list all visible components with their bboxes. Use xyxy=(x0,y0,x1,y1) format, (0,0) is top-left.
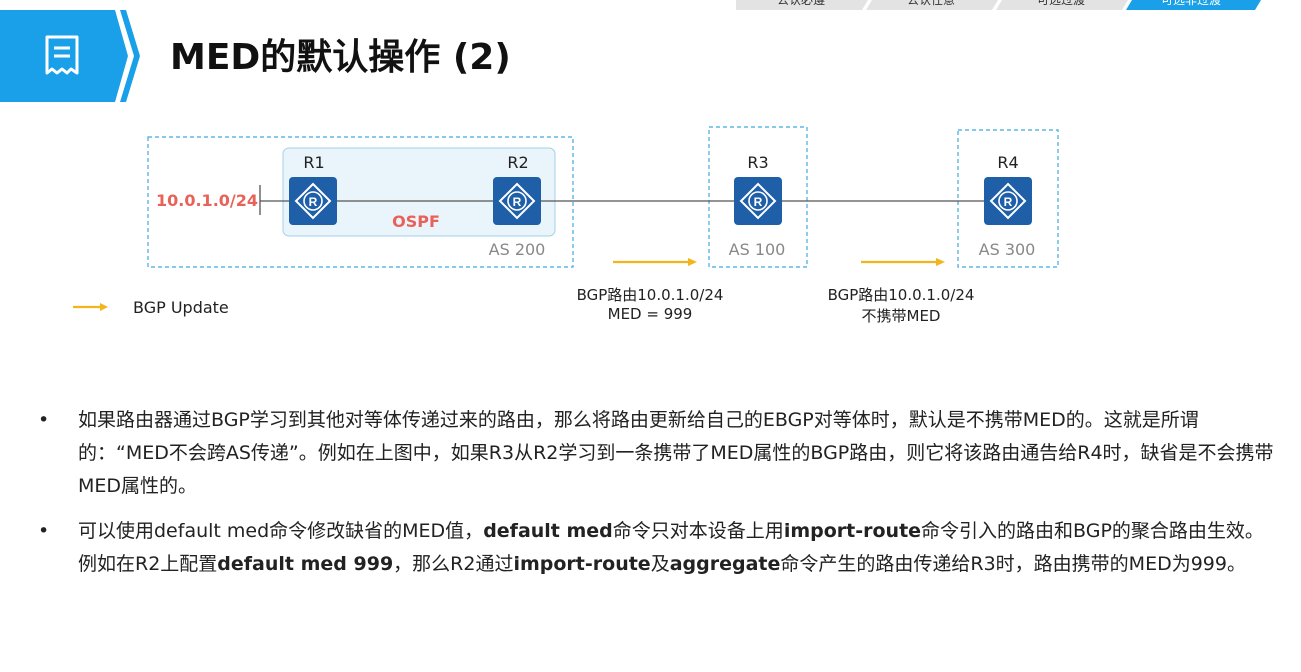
bullet-list: • 如果路由器通过BGP学习到其他对等体传递过来的路由，那么将路由更新给自己的E… xyxy=(38,404,1278,593)
document-list-icon xyxy=(45,35,79,75)
as200-label: AS 200 xyxy=(489,240,546,259)
router-r2-label: R2 xyxy=(507,153,528,172)
as100-label: AS 100 xyxy=(729,240,786,259)
bullet-item: • 可以使用default med命令修改缺省的MED值，default med… xyxy=(38,515,1278,581)
update-caption-1-line1: BGP路由10.0.1.0/24 xyxy=(576,286,724,304)
bullet-text-segment: 可以使用default med命令修改缺省的MED值， xyxy=(78,520,484,542)
bullet-text-segment: 命令引入的路由和BGP的聚合路由生效。例如在R2上配置 xyxy=(78,520,1264,575)
update-arrow-1 xyxy=(613,258,697,266)
router-r1-label: R1 xyxy=(303,153,324,172)
tab-optional-non-transitive[interactable]: 可选非过渡 xyxy=(1160,0,1221,7)
update-arrow-2 xyxy=(861,258,945,266)
bullet-item: • 如果路由器通过BGP学习到其他对等体传递过来的路由，那么将路由更新给自己的E… xyxy=(38,404,1278,503)
bullet-text-segment: 命令产生的路由传递给R3时，路由携带的MED为999。 xyxy=(780,553,1246,575)
tab-discretionary[interactable]: 公认任意 xyxy=(906,0,955,7)
router-r3-label: R3 xyxy=(747,153,768,172)
update-caption-1: BGP路由10.0.1.0/24 MED = 999 xyxy=(555,284,745,323)
prefix-label: 10.0.1.0/24 xyxy=(156,191,258,210)
as300-boundary xyxy=(957,129,1059,268)
update-caption-2: BGP路由10.0.1.0/24 不携带MED xyxy=(806,284,996,326)
bullet-command: import-route xyxy=(783,520,922,542)
update-caption-1-line2: MED = 999 xyxy=(607,305,693,323)
as100-boundary xyxy=(708,126,808,268)
title-banner xyxy=(0,10,140,102)
page-title: MED的默认操作 (2) xyxy=(170,37,511,78)
svg-text:R: R xyxy=(309,195,318,209)
router-r4-label: R4 xyxy=(997,153,1018,172)
bullet-text-segment: ，那么R2通过 xyxy=(393,553,514,575)
progress-tabs: 公认必遵 公认任意 可选过渡 可选非过渡 xyxy=(736,0,1301,10)
bullet-dot: • xyxy=(38,409,50,431)
bullet-text: 如果路由器通过BGP学习到其他对等体传递过来的路由，那么将路由更新给自己的EBG… xyxy=(78,409,1274,497)
bullet-command: import-route xyxy=(513,553,651,575)
progress-tabs-bg xyxy=(736,0,1261,10)
svg-text:R: R xyxy=(513,195,522,209)
bullet-command: aggregate xyxy=(669,553,781,575)
router-r1-icon: R xyxy=(289,177,337,225)
router-r4-icon: R xyxy=(984,177,1032,225)
tab-optional-transitive[interactable]: 可选过渡 xyxy=(1036,0,1085,7)
legend-arrow xyxy=(73,303,108,311)
bullet-dot: • xyxy=(38,520,50,542)
svg-text:R: R xyxy=(1004,195,1013,209)
bullet-text-segment: 命令只对本设备上用 xyxy=(612,520,784,542)
update-caption-2-line2: 不携带MED xyxy=(861,307,941,325)
network-diagram: R R R R R1 R2 R3 R4 10.0.1.0/24 OSPF AS … xyxy=(0,120,1301,340)
as300-label: AS 300 xyxy=(979,240,1036,259)
router-r3-icon: R xyxy=(734,177,782,225)
ospf-label: OSPF xyxy=(392,212,440,231)
tab-mandatory[interactable]: 公认必遵 xyxy=(776,0,825,7)
bullet-text-segment: 及 xyxy=(650,553,670,575)
svg-text:R: R xyxy=(754,195,763,209)
update-caption-2-line1: BGP路由10.0.1.0/24 xyxy=(827,286,975,304)
as200-boundary xyxy=(147,136,574,268)
ospf-area xyxy=(282,147,556,237)
router-r2-icon: R xyxy=(493,177,541,225)
legend-label: BGP Update xyxy=(133,298,229,317)
bullet-command: default med 999 xyxy=(217,553,394,575)
bullet-command: default med xyxy=(483,520,613,542)
